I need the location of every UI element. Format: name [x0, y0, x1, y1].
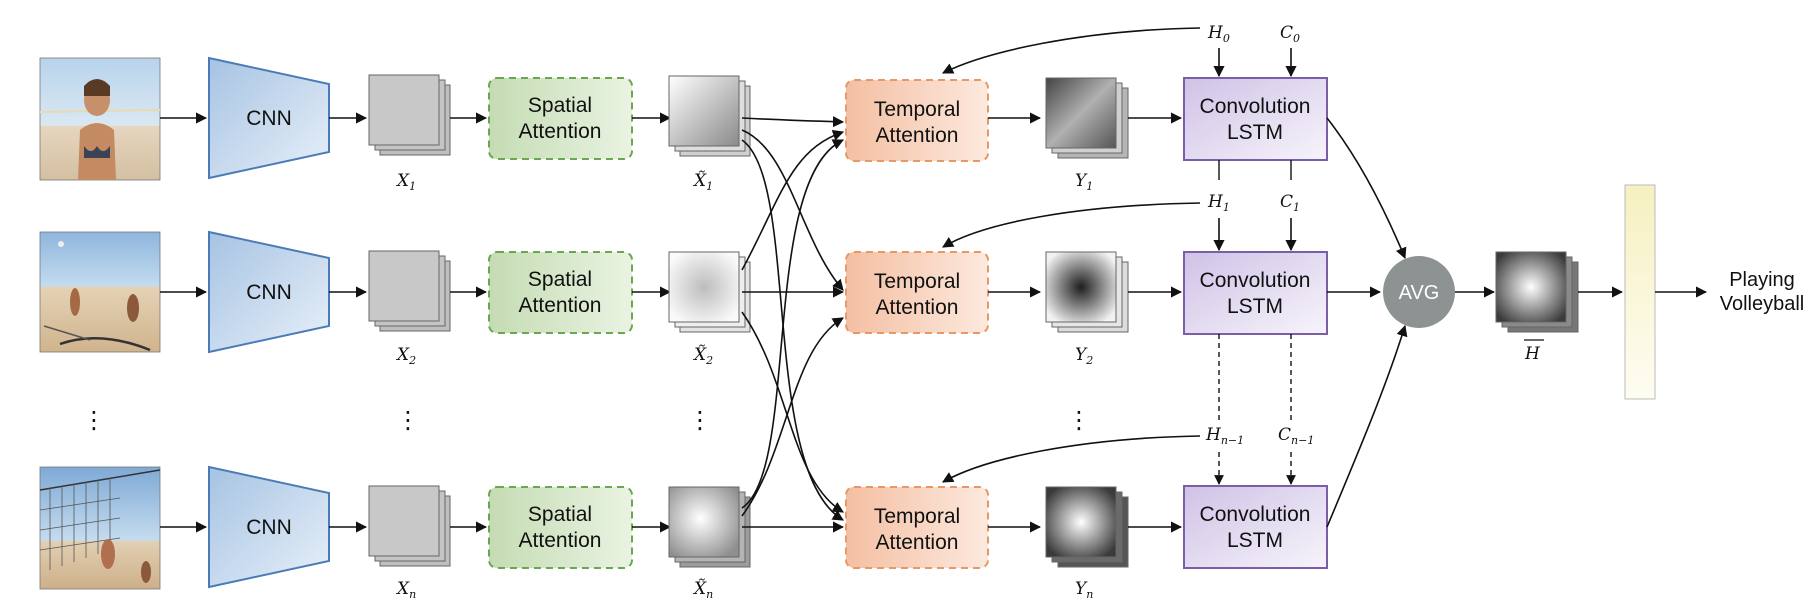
x1-label: X1: [395, 171, 416, 193]
row-2: CNN X2 Spatial Attention X̃2 Temporal At…: [39, 192, 1328, 420]
temporal-label-line1: Temporal: [874, 98, 960, 121]
xtilden-label: X̃n: [692, 579, 713, 601]
xtilde1-label: X̃1: [692, 171, 713, 193]
feature-map-xtilde2: [668, 251, 751, 333]
cnn-label: CNN: [246, 281, 292, 304]
feature-map-y1: [1045, 77, 1129, 159]
input-frame-1: [39, 57, 161, 181]
temporal-label-line2: Attention: [876, 124, 959, 147]
ellipsis-outputs: ⋮: [1067, 406, 1091, 434]
y1-label: Y1: [1075, 171, 1093, 193]
feature-map-x2: [368, 250, 451, 332]
feature-map-xtilden: [668, 486, 751, 568]
spatial-label-line1: Spatial: [528, 94, 592, 117]
hbar-label: H: [1524, 339, 1544, 364]
output-label-line2: Volleyball: [1720, 293, 1805, 315]
spatial-label-line2: Attention: [519, 529, 602, 552]
spatial-label-line2: Attention: [519, 294, 602, 317]
spatial-attention-2: Spatial Attention: [488, 251, 633, 334]
yn-label: Yn: [1075, 579, 1093, 601]
input-frame-n: [39, 466, 161, 590]
cnn-label: CNN: [246, 516, 292, 539]
temporal-attention-2: Temporal Attention: [845, 251, 989, 334]
ellipsis-attended: ⋮: [688, 406, 712, 434]
temporal-label-line2: Attention: [876, 296, 959, 319]
h1-label: H1: [1207, 192, 1230, 214]
c0-label: C0: [1280, 23, 1300, 45]
xtilde2-label: X̃2: [692, 345, 713, 367]
lstm-label-line2: LSTM: [1227, 121, 1283, 144]
feature-map-xn: [368, 485, 451, 567]
avg-node: AVG: [1383, 256, 1455, 328]
feature-map-yn: [1045, 486, 1129, 568]
ellipsis-frames: ⋮: [82, 406, 106, 434]
hn1-label: Hn−1: [1205, 425, 1244, 447]
avg-label: AVG: [1399, 282, 1440, 304]
row-1: CNN X1 Spatial Attention X̃1 Temporal: [39, 23, 1328, 193]
lstm-label-line2: LSTM: [1227, 295, 1283, 318]
cn1-label: Cn−1: [1278, 425, 1314, 447]
h0-label: H0: [1207, 23, 1230, 45]
feature-map-x1: [368, 74, 451, 156]
spatial-attention-n: Spatial Attention: [488, 486, 633, 569]
temporal-attention-n: Temporal Attention: [845, 486, 989, 569]
feature-map-xtilde1: [668, 75, 751, 157]
hbar-symbol: H: [1524, 344, 1541, 364]
ellipsis-row: ⋮ ⋮ ⋮ ⋮: [82, 406, 1091, 434]
conv-lstm-1: Convolution LSTM: [1183, 77, 1328, 161]
conv-lstm-n: Convolution LSTM: [1183, 485, 1328, 569]
temporal-label-line1: Temporal: [874, 270, 960, 293]
spatial-label-line1: Spatial: [528, 268, 592, 291]
y2-label: Y2: [1075, 345, 1093, 367]
ellipsis-features: ⋮: [396, 406, 420, 434]
feature-map-hbar: [1495, 251, 1579, 333]
cnn-block-2: CNN: [208, 230, 330, 354]
feature-map-y2: [1045, 251, 1129, 333]
spatial-label-line2: Attention: [519, 120, 602, 143]
temporal-label-line2: Attention: [876, 531, 959, 554]
input-frame-2: [39, 231, 161, 353]
cnn-block-n: CNN: [208, 465, 330, 589]
row-n: CNN Xn Spatial Attention X̃n Temporal At…: [39, 425, 1328, 601]
cnn-block-1: CNN: [208, 56, 330, 180]
classifier-layer: [1624, 184, 1656, 400]
lstm-label-line1: Convolution: [1200, 503, 1311, 526]
cnn-label: CNN: [246, 107, 292, 130]
output-label-line1: Playing: [1729, 269, 1795, 291]
x2-label: X2: [395, 345, 416, 367]
c1-label: C1: [1280, 192, 1300, 214]
aggregation: AVG H Playing Volleyball: [1326, 117, 1805, 528]
spatial-label-line1: Spatial: [528, 503, 592, 526]
lstm-label-line1: Convolution: [1200, 95, 1311, 118]
lstm-label-line2: LSTM: [1227, 529, 1283, 552]
temporal-attention-1: Temporal Attention: [845, 79, 989, 162]
cross-connections: [741, 116, 845, 533]
spatial-attention-1: Spatial Attention: [488, 77, 633, 160]
xn-label: Xn: [395, 579, 416, 601]
temporal-label-line1: Temporal: [874, 505, 960, 528]
conv-lstm-2: Convolution LSTM: [1183, 251, 1328, 335]
lstm-label-line1: Convolution: [1200, 269, 1311, 292]
